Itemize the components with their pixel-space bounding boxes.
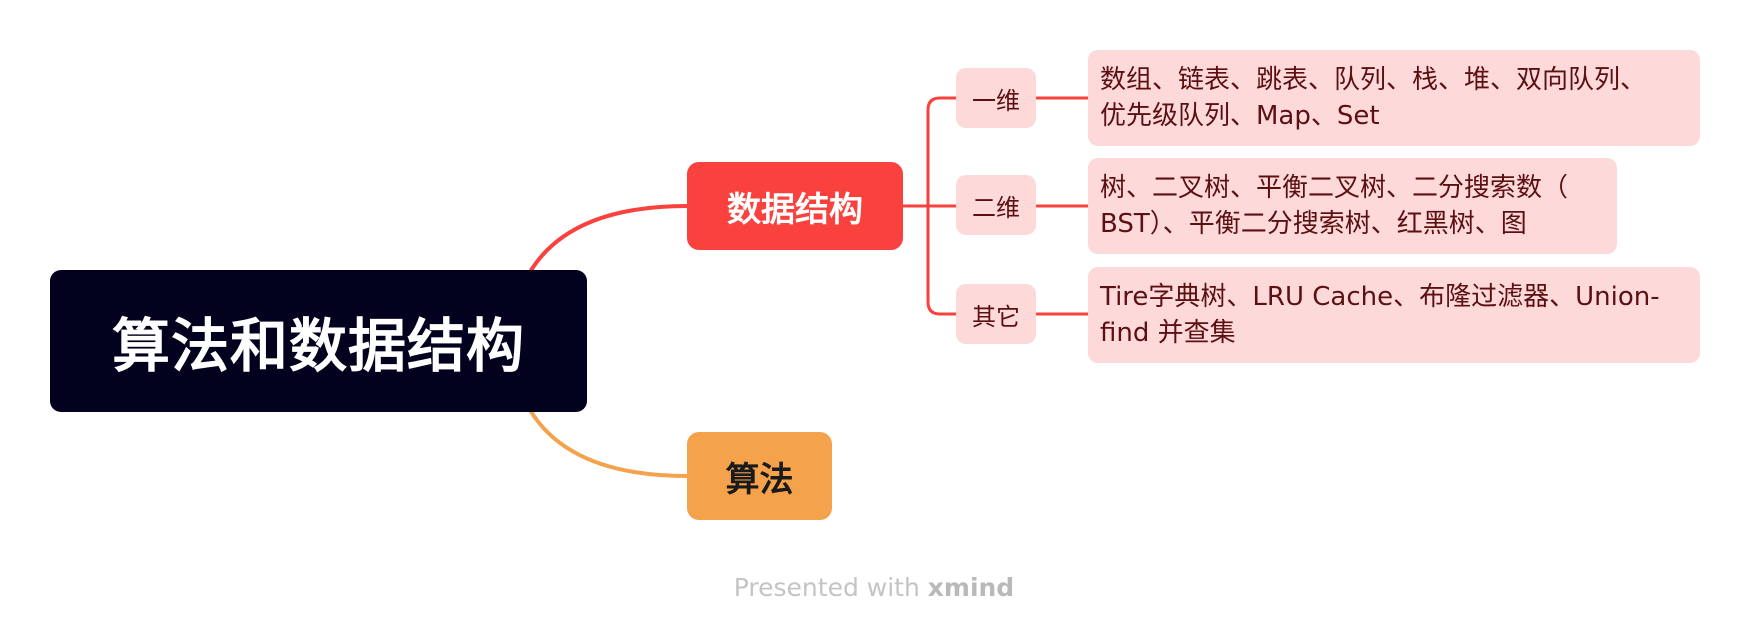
leaf-text: 树、二叉树、平衡二叉树、二分搜索数（ BST）、平衡二分搜索树、红黑树、图 — [1100, 170, 1568, 242]
subtopic-two-dimensional[interactable]: 二维 — [956, 175, 1036, 235]
root-to-data-structures-connector — [528, 204, 688, 274]
topic-data-structures-label: 数据结构 — [727, 189, 863, 230]
leaf-text: 数组、链表、跳表、队列、栈、堆、双向队列、 优先级队列、Map、Set — [1100, 62, 1646, 134]
leaf-text-line: BST）、平衡二分搜索树、红黑树、图 — [1100, 209, 1527, 239]
topic-algorithms[interactable]: 算法 — [687, 432, 832, 520]
leaf-text-line: 优先级队列、Map、Set — [1100, 101, 1380, 131]
root-topic-label: 算法和数据结构 — [111, 312, 525, 380]
topic-algorithms-label: 算法 — [725, 459, 794, 500]
leaf-text-line: find 并查集 — [1100, 318, 1236, 348]
leaf-other-structures[interactable]: Tire字典树、LRU Cache、布隆过滤器、Union- find 并查集 — [1088, 267, 1700, 363]
leaf-two-dimensional-structures[interactable]: 树、二叉树、平衡二叉树、二分搜索数（ BST）、平衡二分搜索树、红黑树、图 — [1088, 158, 1617, 254]
root-topic[interactable]: 算法和数据结构 — [50, 270, 587, 412]
subtopic-label: 其它 — [972, 302, 1020, 331]
subtopic-one-dimensional[interactable]: 一维 — [956, 68, 1036, 128]
subtopic-label: 一维 — [972, 86, 1020, 115]
root-to-algorithms-connector — [528, 408, 688, 478]
leaf-text-line: 数组、链表、跳表、队列、栈、堆、双向队列、 — [1100, 65, 1647, 95]
leaf-one-dimensional-structures[interactable]: 数组、链表、跳表、队列、栈、堆、双向队列、 优先级队列、Map、Set — [1088, 50, 1700, 146]
topic-data-structures[interactable]: 数据结构 — [687, 162, 903, 250]
xmind-brand: xmind — [927, 573, 1015, 602]
leaf-text-line: Tire字典树、LRU Cache、布隆过滤器、Union- — [1100, 282, 1660, 312]
presented-with-footer: Presented with xmind — [0, 573, 1748, 602]
footer-prefix: Presented with — [733, 573, 928, 602]
leaf-text-line: 树、二叉树、平衡二叉树、二分搜索数（ — [1100, 173, 1569, 203]
leaf-text: Tire字典树、LRU Cache、布隆过滤器、Union- find 并查集 — [1100, 279, 1660, 351]
subtopic-other[interactable]: 其它 — [956, 284, 1036, 344]
subtopic-label: 二维 — [972, 193, 1020, 222]
